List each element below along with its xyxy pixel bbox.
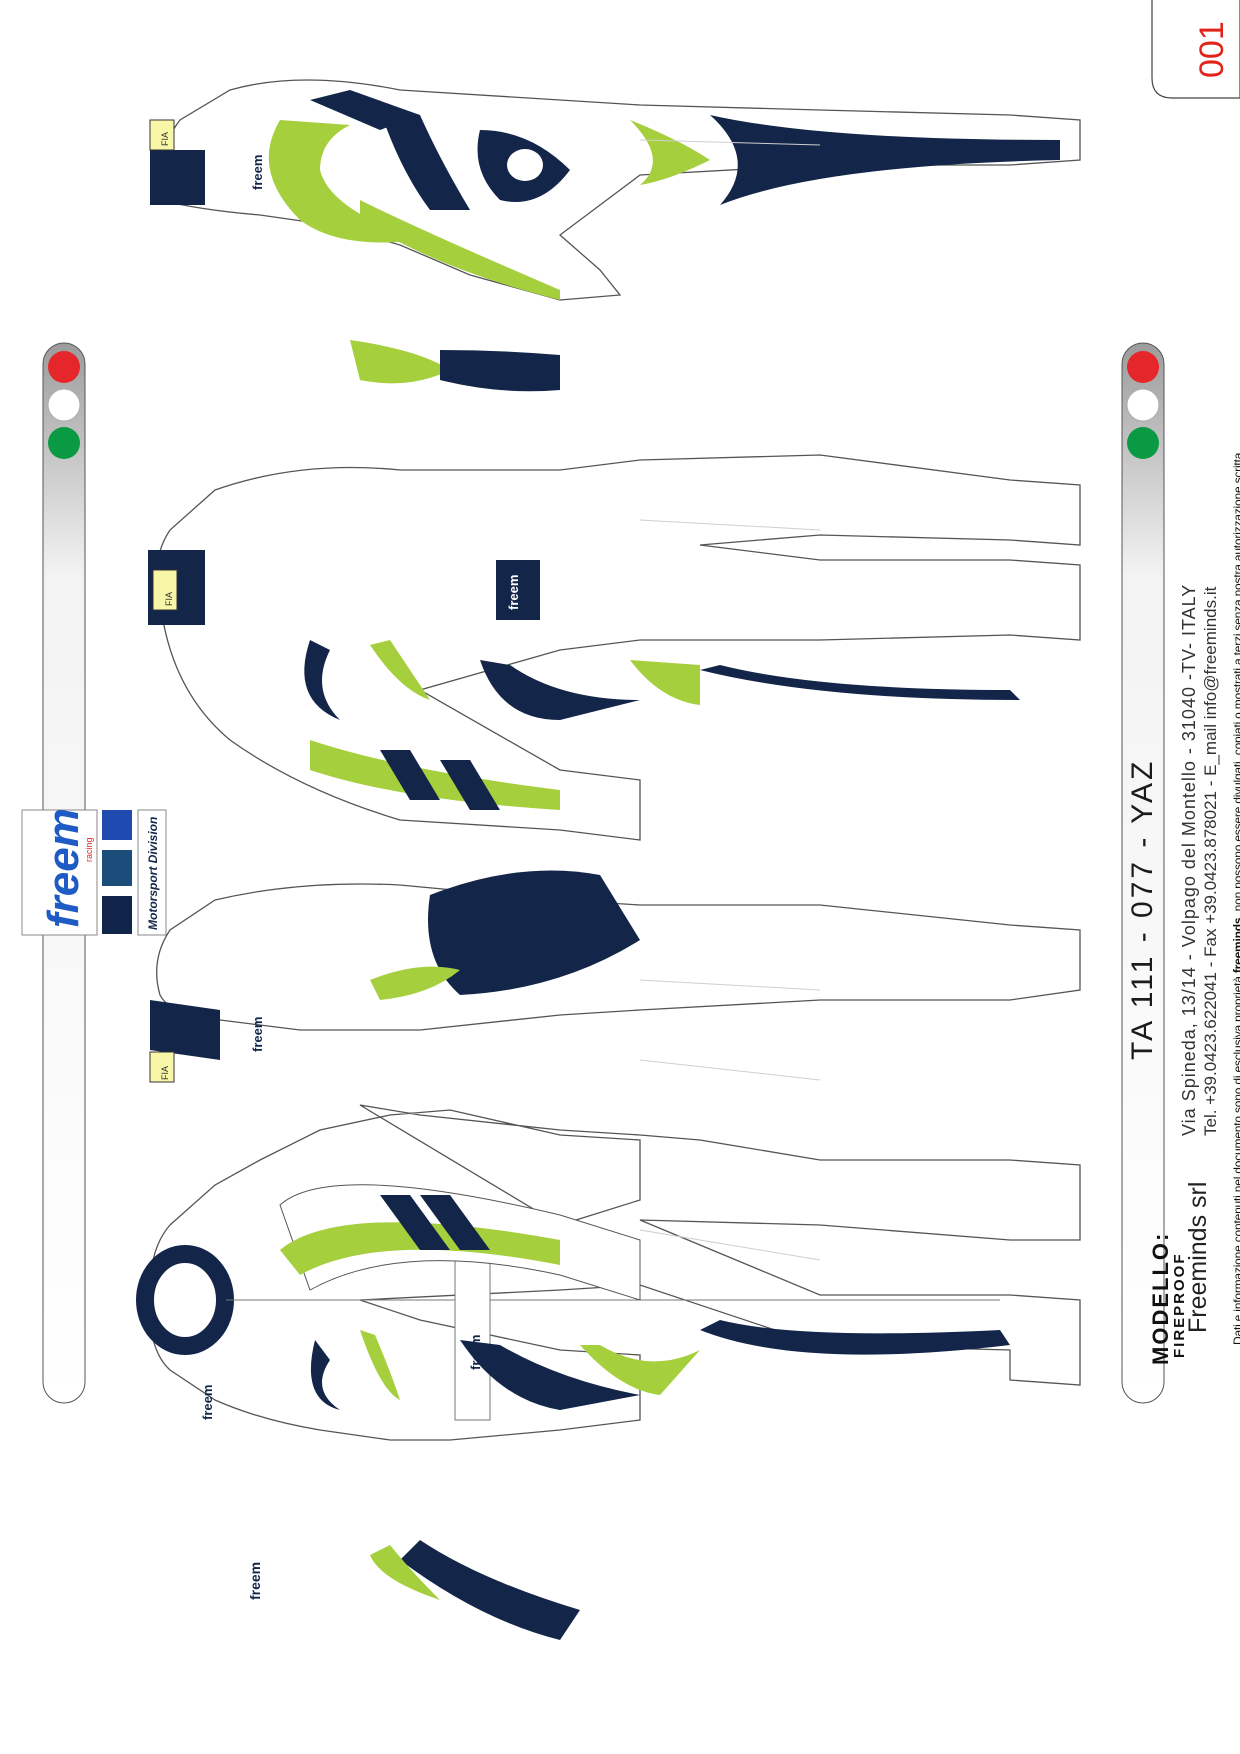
green-dot [48, 427, 80, 459]
quilting-pattern [639, 139, 821, 1261]
sheet-number-tab [1151, 0, 1240, 99]
red-dot [1127, 351, 1159, 383]
model-label: MODELLO: [1148, 1231, 1173, 1365]
disclaimer-text-start: Dati e informazione contenuti nel docume… [1231, 976, 1240, 1345]
svg-text:FIA: FIA [160, 132, 170, 146]
disclaimer: Dati e informazione contenuti nel docume… [1231, 449, 1240, 1345]
svg-text:freem: freem [506, 575, 521, 610]
company-contacts: Tel. +39.0423.622041 - Fax +39.0423.8780… [1201, 586, 1220, 1136]
motorsport-division-label: Motorsport Division [146, 817, 160, 930]
svg-text:freem: freem [250, 1017, 265, 1052]
svg-text:freem: freem [200, 1385, 215, 1420]
white-dot [47, 388, 81, 422]
color-legend-bar-right [1121, 342, 1165, 1404]
green-dot [1127, 427, 1159, 459]
company-address: Via Spineda, 13/14 - Volpago del Montell… [1179, 583, 1199, 1136]
svg-text:FIA: FIA [164, 592, 174, 606]
svg-text:freem: freem [250, 155, 265, 190]
white-dot [1126, 388, 1160, 422]
suit-back-view-icon: FIA freem [148, 340, 1081, 841]
disclaimer-text-end: , non possono essere divulgati, copiati … [1231, 449, 1240, 918]
swatch-blue [102, 810, 132, 840]
brand-color-swatches: Motorsport Division [102, 809, 167, 936]
suit-left-side-view-icon: FIA freem [149, 79, 1081, 301]
red-dot [48, 351, 80, 383]
suit-front-view-icon: freem freem freem [136, 1104, 1081, 1640]
sheet-number: 001 [1193, 21, 1231, 78]
svg-text:freem: freem [39, 808, 88, 928]
model-code: TA 111 - 077 - YAZ [1126, 758, 1159, 1060]
svg-text:FIA: FIA [160, 1066, 170, 1080]
svg-text:racing: racing [84, 837, 94, 862]
swatch-steel [102, 850, 132, 886]
svg-text:freem: freem [468, 1335, 483, 1370]
swatch-navy [102, 896, 132, 934]
disclaimer-brand: freeminds [1231, 917, 1240, 974]
company-name: Freeminds srl [1184, 1181, 1212, 1333]
suit-right-side-view-icon: FIA freem [149, 870, 1081, 1083]
freem-logo-icon: freem racing [21, 808, 98, 936]
svg-text:freem: freem [247, 1562, 263, 1600]
